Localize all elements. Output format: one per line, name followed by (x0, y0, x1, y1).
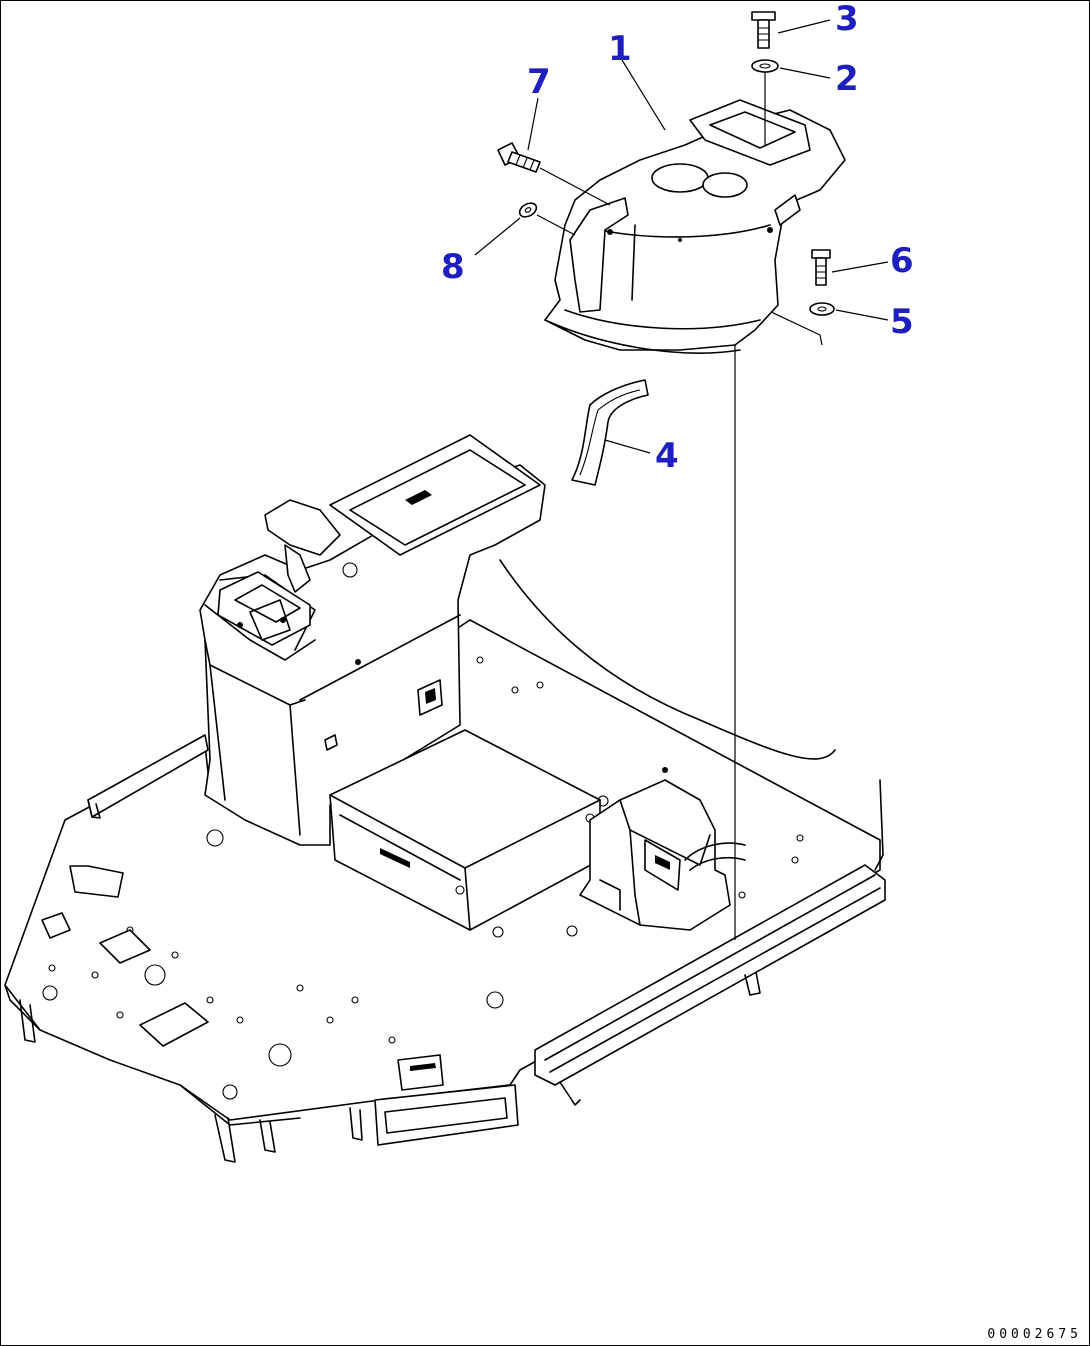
drawing-number: 00002675 (987, 1327, 1082, 1342)
left-rail (87, 734, 209, 819)
bolt-6 (811, 249, 831, 286)
relay-box (579, 767, 746, 931)
washer-2 (751, 59, 779, 73)
washer-5 (809, 302, 835, 316)
callout-8: 8 (441, 247, 465, 287)
callout-2: 2 (835, 59, 859, 99)
callout-6: 6 (890, 241, 914, 281)
callout-5: 5 (890, 302, 914, 342)
center-console (199, 434, 836, 846)
bolt-3 (751, 11, 776, 49)
right-rail (534, 779, 886, 1106)
bolt-7 (497, 142, 541, 173)
callout-4: 4 (655, 436, 679, 476)
leader-lines (474, 19, 889, 454)
callouts: 1 2 3 4 5 6 7 8 (441, 0, 914, 476)
callout-3: 3 (835, 0, 859, 39)
upper-cover-part (544, 99, 846, 354)
callout-1: 1 (608, 29, 632, 69)
washer-8 (518, 202, 538, 218)
callout-7: 7 (527, 62, 551, 102)
bolt-7-axis (539, 167, 611, 206)
strip-part (571, 379, 649, 486)
washer-8-axis (536, 214, 576, 236)
